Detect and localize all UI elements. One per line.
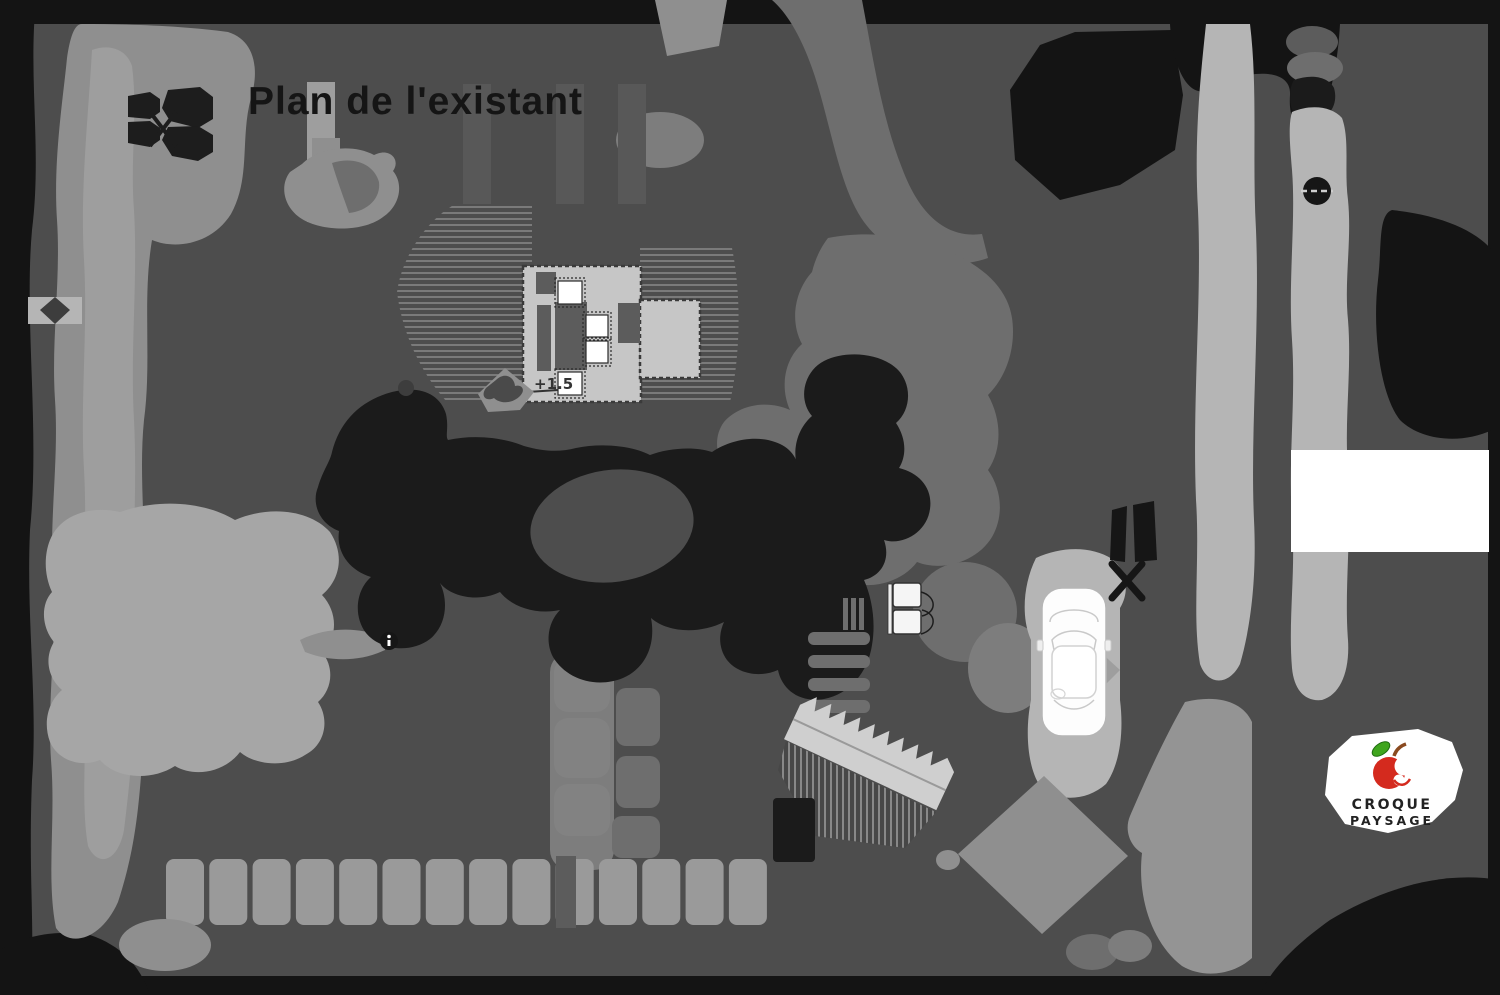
- right-gravel-strip: [1195, 24, 1257, 681]
- tree-canopy-lobe: [332, 160, 380, 213]
- fence-board: [209, 859, 248, 925]
- apple-bite: [1394, 756, 1414, 776]
- strip-shrub-1: [1286, 26, 1338, 58]
- top-border: [0, 0, 1500, 24]
- bottom-border: [0, 976, 1500, 995]
- gate-cross-icon: [1108, 501, 1157, 602]
- roof-section: [536, 272, 556, 294]
- logo-line2: PAYSAGE: [1350, 813, 1434, 828]
- fence-board: [728, 859, 767, 925]
- bed-post: [843, 598, 848, 630]
- fence-board: [425, 859, 464, 925]
- skylight: [585, 340, 609, 364]
- skylight-frame: [554, 368, 586, 399]
- fence-board: [166, 859, 204, 925]
- roof-section: [537, 305, 551, 371]
- skylight-frame: [582, 311, 612, 341]
- right-lower-path: [1127, 698, 1252, 974]
- fence-board: [599, 859, 637, 925]
- double-door-icon: [887, 582, 934, 635]
- garden-stairs: [784, 697, 955, 811]
- croque-paysage-logo: CROQUE PAYSAGE: [1325, 729, 1463, 833]
- entry-marker-icon: [28, 297, 82, 324]
- skylight: [585, 314, 609, 338]
- apple-swoosh: [1392, 778, 1412, 786]
- lawn-connector-path: [300, 629, 385, 660]
- well-marker: [398, 380, 414, 396]
- car-icon: [1036, 587, 1112, 737]
- dark-bar-3: [618, 84, 646, 204]
- apple-leaf: [1371, 741, 1391, 757]
- left-border: [0, 0, 36, 995]
- fence-board: [382, 859, 421, 925]
- lawn-patch: [43, 503, 339, 777]
- roof-section: [618, 303, 640, 343]
- planter-box: [616, 688, 660, 746]
- top-gap-path: [655, 0, 727, 56]
- bottom-shrub-1: [1066, 934, 1118, 970]
- fence-board: [295, 859, 334, 925]
- bed-post: [851, 598, 856, 630]
- bottom-right-corner-shadow: [1260, 877, 1500, 995]
- dark-planter: [773, 798, 815, 862]
- path-segment: [554, 784, 610, 836]
- bottom-left-shrub: [119, 919, 211, 971]
- fence-path-gap: [556, 856, 576, 928]
- fence-board: [469, 859, 508, 925]
- diamond-terrace: [958, 776, 1128, 934]
- diagonal-path: [772, 0, 988, 265]
- hatched-terrace-left: [397, 206, 532, 402]
- stairs-midline: [792, 718, 947, 792]
- strip-shrub-2: [1287, 52, 1343, 84]
- planter-box: [616, 756, 660, 808]
- plant-bed-row: [808, 678, 870, 691]
- fence-board: [339, 859, 378, 925]
- info-marker-icon: [380, 632, 398, 650]
- legend-box: [1291, 450, 1489, 552]
- compost-bins-icon: [128, 87, 213, 161]
- fence-board: [512, 859, 551, 925]
- house-annex-roof: [638, 298, 702, 380]
- right-border: [1488, 0, 1500, 995]
- bottom-shrub-2: [1108, 930, 1152, 962]
- apple-stem: [1392, 742, 1407, 757]
- north-shadow-region: [1010, 30, 1183, 200]
- fence-board: [642, 859, 681, 925]
- fence-board: [685, 859, 724, 925]
- bed-post: [859, 598, 864, 630]
- skylight: [557, 280, 583, 305]
- skylight: [557, 371, 583, 396]
- small-stone: [936, 850, 960, 870]
- courtyard-blob-2: [968, 623, 1048, 713]
- plan-title: Plan de l'existant: [248, 80, 583, 123]
- house: +1.5: [511, 264, 702, 404]
- dark-bar-2: [556, 84, 584, 204]
- right-edge-grove: [1376, 210, 1492, 439]
- logo-line1: CROQUE: [1352, 797, 1433, 813]
- roof-section: [555, 302, 587, 370]
- stairs-slope-hatch: [778, 741, 936, 848]
- bird-symbol: [483, 375, 523, 403]
- bottom-left-corner-shadow: [0, 932, 150, 995]
- plant-bed-row: [808, 632, 870, 645]
- dark-bar-1: [463, 84, 491, 204]
- plant-bed-row: [808, 655, 870, 668]
- fence-board: [252, 859, 291, 925]
- skylight-frame: [582, 337, 612, 367]
- skylight-frame: [554, 277, 586, 308]
- house-level-label: +1.5: [534, 375, 573, 393]
- path-segment: [554, 718, 610, 778]
- planter-box: [612, 816, 660, 858]
- pond-island: [530, 469, 694, 583]
